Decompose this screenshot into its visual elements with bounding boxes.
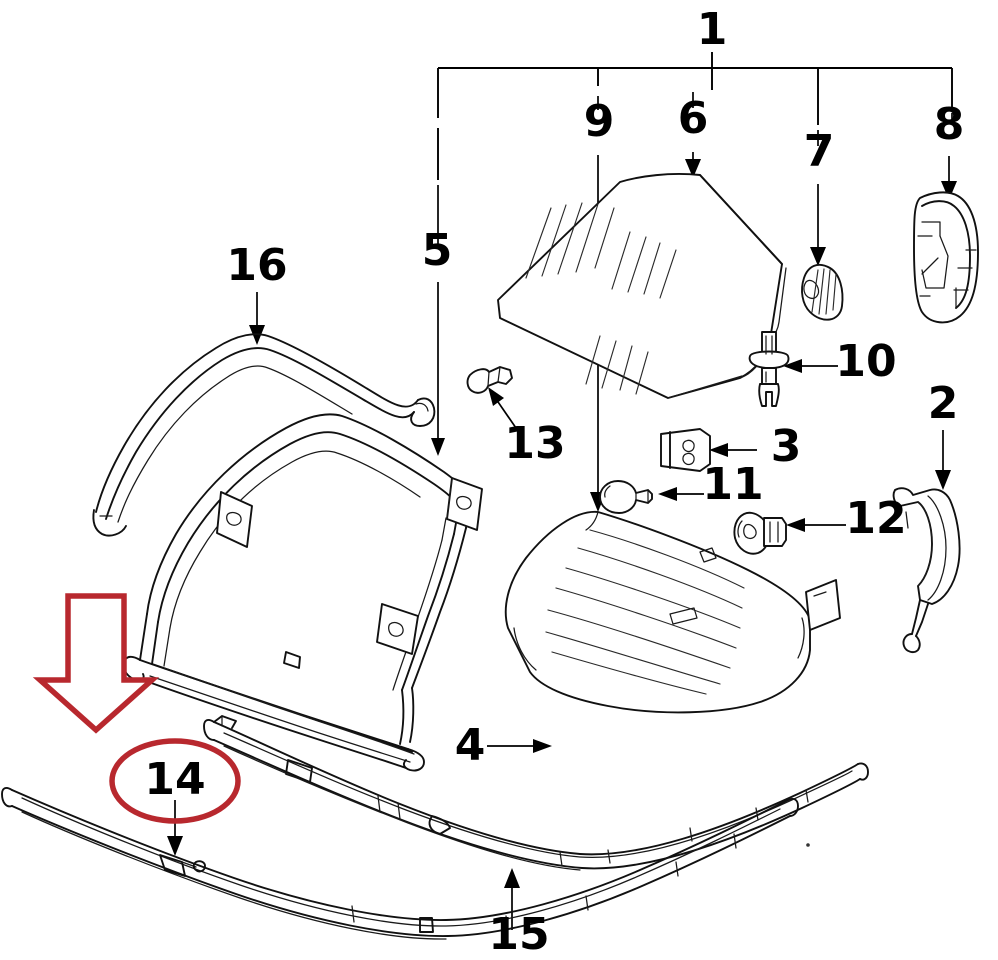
part-quarter-window-outer-seal <box>92 333 436 537</box>
callout-label-14: 14 <box>144 754 205 805</box>
leader-2 <box>935 430 951 490</box>
callout-label-1: 1 <box>697 4 728 55</box>
part-quarter-window-frame <box>122 413 483 783</box>
part-bulb-socket <box>733 511 787 555</box>
leader-7 <box>810 130 826 266</box>
callout-label-10: 10 <box>835 336 896 387</box>
part-bumper-lower-trim-molding <box>1 786 810 940</box>
callout-label-2: 2 <box>928 378 959 429</box>
callout-label-16: 16 <box>226 240 287 291</box>
part-rear-bracket <box>892 487 961 654</box>
callout-label-13: 13 <box>504 418 565 469</box>
part-quarter-window-glass <box>497 173 787 399</box>
leader-4 <box>487 739 552 753</box>
part-bumper-upper-trim-molding <box>203 715 869 871</box>
part-retainer-clip <box>660 428 711 472</box>
part-bulb <box>599 480 653 514</box>
callout-label-7: 7 <box>804 126 835 177</box>
callout-label-6: 6 <box>678 93 709 144</box>
callout-label-12: 12 <box>845 493 906 544</box>
callout-label-5: 5 <box>422 225 453 276</box>
leader-15 <box>504 868 520 930</box>
part-grommet <box>801 263 844 321</box>
leader-12 <box>786 518 846 532</box>
callout-label-9: 9 <box>584 96 615 147</box>
callout-label-11: 11 <box>702 459 763 510</box>
leader-14 <box>167 800 183 856</box>
leader-11 <box>658 487 704 501</box>
callout-label-15: 15 <box>488 909 549 960</box>
leader-13 <box>488 387 517 429</box>
red-down-arrow <box>32 593 160 734</box>
leader-5 <box>431 185 445 456</box>
leader-16 <box>249 292 265 345</box>
part-push-pin-fastener <box>748 331 790 407</box>
callout-label-4: 4 <box>455 720 486 771</box>
leader-8 <box>941 113 957 200</box>
leader-10 <box>783 359 838 373</box>
part-plug-grommet <box>466 366 513 394</box>
part-tail-lamp-lens <box>504 511 841 714</box>
callout-label-8: 8 <box>934 99 965 150</box>
part-access-cover <box>913 191 979 324</box>
leader-3 <box>709 443 757 457</box>
group-1-bracket <box>437 52 953 180</box>
leader-6 <box>685 92 701 178</box>
red-ellipse-around-14 <box>109 738 241 824</box>
callout-label-3: 3 <box>771 421 802 472</box>
